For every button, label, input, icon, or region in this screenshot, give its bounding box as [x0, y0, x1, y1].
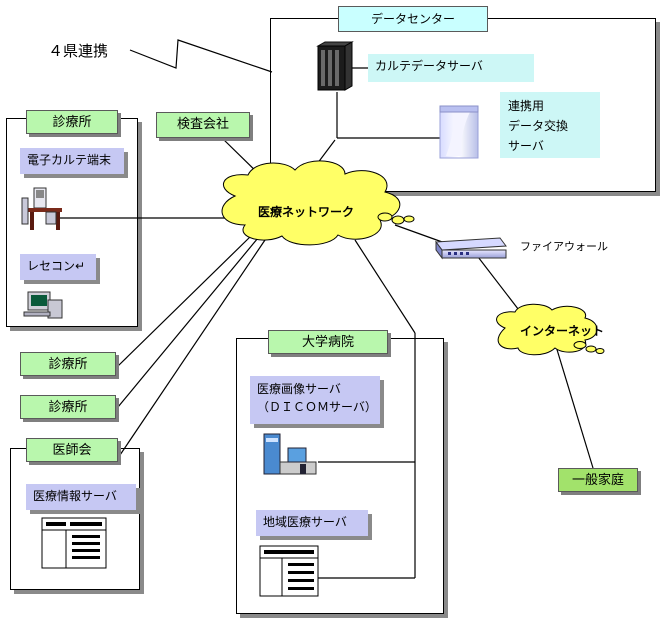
- university-title: 大学病院: [268, 330, 388, 354]
- four-prefecture-annotation: ４県連携: [48, 42, 109, 60]
- clinic-3-label: 診療所: [20, 395, 116, 419]
- imaging-server-icon: [263, 433, 317, 475]
- exchange-server-icon: [439, 105, 479, 159]
- karte-server-label: カルテデータサーバ: [368, 54, 534, 82]
- medical-network-label: 医療ネットワーク: [258, 205, 355, 219]
- firewall-label: ファイアウォール: [520, 240, 608, 253]
- exchange-server-label-line-3: サーバ: [508, 139, 544, 153]
- clinic-terminal-label: 電子カルテ端末: [20, 148, 124, 174]
- imaging-server-label-line-2: （ＤＩＣＯＭサーバ）: [257, 400, 377, 414]
- receipt-computer-icon: [23, 291, 63, 319]
- karte-server-icon: [316, 41, 354, 91]
- medical-network-cloud: [221, 160, 415, 246]
- annotation-lightning: [129, 39, 273, 73]
- medical-info-server-label: 医療情報サーバ: [26, 484, 136, 510]
- exchange-server-label-line-1: 連携用: [508, 99, 545, 113]
- internet-label: インターネット: [520, 324, 605, 338]
- firewall-icon: [435, 237, 507, 260]
- clinic-receipt-label: レセコン↵: [20, 254, 96, 280]
- clinic-main-title: 診療所: [26, 110, 118, 134]
- clinic-pc-icon: [21, 187, 62, 230]
- regional-server-icon: [259, 545, 319, 597]
- data-center-title: データセンター: [338, 6, 488, 32]
- medical-info-server-icon: [41, 517, 107, 569]
- clinic-2-label: 診療所: [20, 352, 116, 376]
- regional-server-label: 地域医療サーバ: [256, 510, 368, 536]
- inspection-company-label: 検査会社: [156, 112, 250, 138]
- internet-cloud: [496, 303, 605, 356]
- imaging-server-label: 医療画像サーバ （ＤＩＣＯＭサーバ）: [250, 376, 380, 424]
- exchange-server-label: 連携用 データ交換 サーバ: [500, 92, 600, 158]
- medical-assoc-title: 医師会: [26, 438, 118, 462]
- exchange-server-label-line-2: データ交換: [508, 119, 569, 133]
- home-label: 一般家庭: [558, 468, 638, 492]
- imaging-server-label-line-1: 医療画像サーバ: [257, 382, 341, 396]
- connection-lines: [60, 67, 594, 579]
